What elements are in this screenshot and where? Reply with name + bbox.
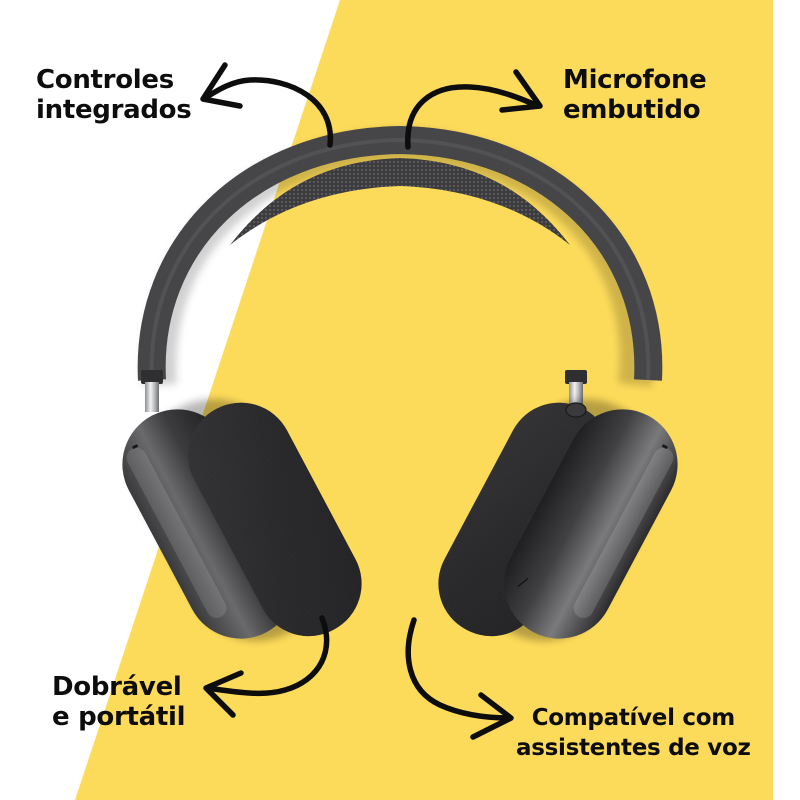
arrow-controles bbox=[202, 77, 333, 148]
left-cushion bbox=[188, 402, 362, 637]
left-stem-cap bbox=[141, 370, 163, 384]
right-earcup bbox=[504, 409, 678, 639]
feature-line: Microfone bbox=[563, 65, 707, 95]
left-stem bbox=[145, 382, 159, 412]
digital-crown bbox=[565, 402, 587, 418]
right-earcup-sensor bbox=[662, 444, 668, 449]
feature-line: Dobrável bbox=[52, 672, 182, 702]
feature-label-dobravel: Dobrável e portátil bbox=[52, 672, 186, 732]
arrow-microfone bbox=[405, 84, 541, 150]
feature-line: assistentes de voz bbox=[516, 735, 751, 761]
feature-line: embutido bbox=[563, 95, 701, 125]
arrow-dobravel bbox=[205, 615, 330, 697]
feature-line: integrados bbox=[36, 95, 192, 125]
arrow-compativel bbox=[405, 617, 513, 721]
feature-label-compativel: Compatível com assistentes de voz bbox=[516, 703, 751, 763]
left-earcup-sensor bbox=[132, 444, 138, 449]
feature-label-controles: Controles integrados bbox=[36, 65, 192, 125]
right-stem-cap bbox=[565, 370, 587, 384]
feature-line: e portátil bbox=[52, 702, 186, 732]
feature-line: Controles bbox=[36, 65, 174, 95]
feature-label-microfone: Microfone embutido bbox=[563, 65, 707, 125]
headband-mesh bbox=[230, 158, 570, 245]
feature-line: Compatível com bbox=[531, 705, 736, 731]
